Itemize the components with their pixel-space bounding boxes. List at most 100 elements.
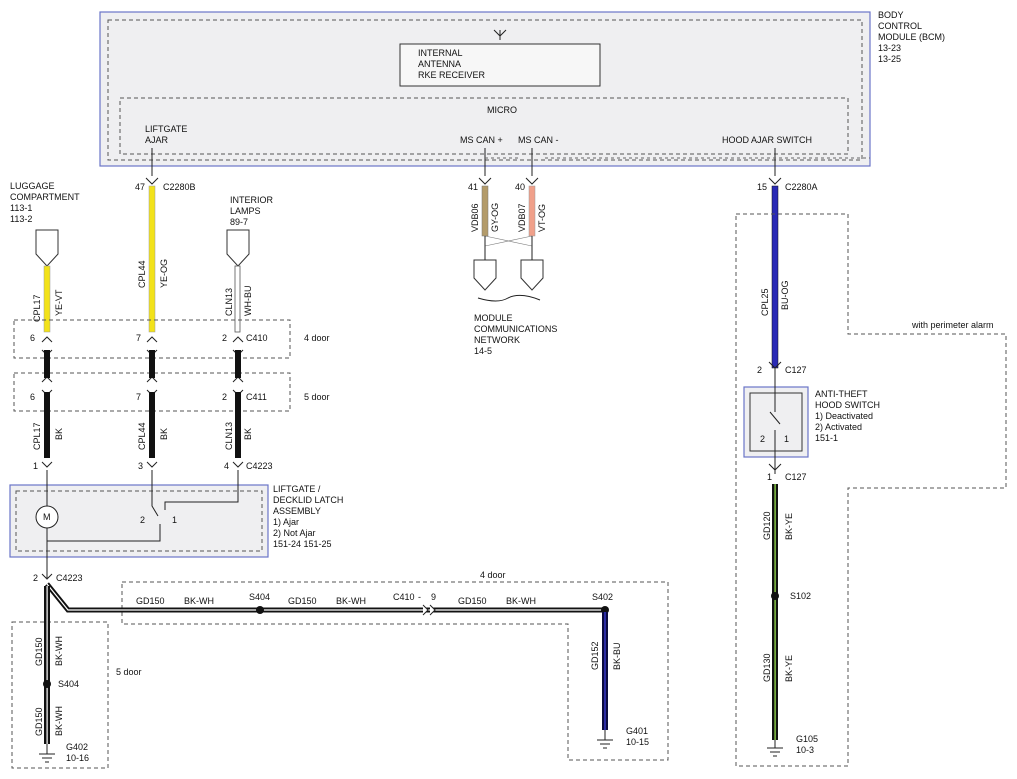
inline-pin-9: 9 [431,592,436,602]
label-cln13-b: CLN13 [224,422,234,450]
luggage-connector-icon [35,229,59,267]
latch-title-2: DECKLID LATCH [273,495,343,505]
wire-seg-b [149,350,155,378]
label-ye-og: YE-OG [159,259,169,288]
bcm-title-3: MODULE (BCM) [878,32,945,42]
inline-c410-label: C410 [393,592,415,602]
latch-title-1: LIFTGATE / [273,484,321,494]
label-cpl44: CPL44 [137,260,147,288]
c127-top-pin: 2 [757,365,762,375]
wire-vdb07 [528,185,536,237]
c411-pin-2: 2 [222,392,227,402]
latch-title-3: ASSEMBLY [273,506,321,516]
g402-ref: 10-16 [66,753,89,763]
s102-label: S102 [790,591,811,601]
wire-cpl44-yellow [148,185,156,333]
label-bu-og: BU-OG [780,280,790,310]
splice-s102 [771,592,779,600]
antenna-icon [493,29,507,40]
bcm-title-5: 13-25 [878,54,901,64]
latch-switch-pin-1: 1 [172,515,177,525]
antenna-line-2: ANTENNA [418,59,461,69]
hood-ref: 151-1 [815,433,838,443]
inline-connector [422,604,436,616]
hood-state-2: 2) Activated [815,422,862,432]
splice-s404-b [43,680,51,688]
hood-title-2: HOOD SWITCH [815,400,880,410]
bcm-module: INTERNAL ANTENNA RKE RECEIVER MICRO LIFT… [99,10,945,167]
c2280b-pin: 47 [135,182,145,192]
wire-seg-a [44,350,50,378]
label-bk-ye-2: BK-YE [784,655,794,682]
hood-switch-pin-1: 1 [784,434,789,444]
label-cln13: CLN13 [224,288,234,316]
motor-label: M [43,512,51,522]
label-bkwh-1: BK-WH [184,596,214,606]
antenna-line-1: INTERNAL [418,48,463,58]
s402-label: S402 [592,592,613,602]
c127-top-label: C127 [785,365,807,375]
interior-lamps-ref: INTERIOR LAMPS 89-7 [226,195,274,267]
label-vdb06: VDB06 [470,203,480,232]
inline-dash: - [418,592,421,602]
label-gd150-v2: GD150 [34,707,44,736]
micro-label: MICRO [487,105,517,115]
hood-state-1: 1) Deactivated [815,411,873,421]
label-bkwh-v2: BK-WH [54,706,64,736]
ground-g105-icon [767,740,783,757]
label-gd150-2: GD150 [288,596,317,606]
liftgate-ajar-label-2: AJAR [145,135,169,145]
label-bk-ye: BK-YE [784,513,794,540]
wire-cln13-black [235,392,241,458]
c2280b-label: C2280B [163,182,196,192]
wire-vdb06 [481,185,489,237]
label-wh-bu: WH-BU [243,286,253,317]
label-ye-vt: YE-VT [54,289,64,316]
latch-state-1: 1) Ajar [273,517,299,527]
g401-label: G401 [626,726,648,736]
bcm-title-2: CONTROL [878,21,922,31]
interior-line-2: LAMPS [230,206,261,216]
wire-cpl44-black [149,392,155,458]
latch-refs: 151-24 151-25 [273,539,332,549]
c411-label: C411 [246,392,267,402]
wire-cpl17-yellow [43,265,51,333]
label-vdb07: VDB07 [517,203,527,232]
pin-40: 40 [515,182,525,192]
label-gd130: GD130 [762,653,772,682]
label-cpl17: CPL17 [32,294,42,322]
c127-bot-label: C127 [785,472,807,482]
label-gd150-3: GD150 [458,596,487,606]
wire-seg-c [235,350,241,378]
liftgate-ajar-label-1: LIFTGATE [145,124,187,134]
label-cpl44-b: CPL44 [137,422,147,450]
g402-label: G402 [66,742,88,752]
label-bk-bu: BK-BU [612,642,622,670]
c410-pin-7: 7 [136,333,141,343]
hood-title-1: ANTI-THEFT [815,389,868,399]
latch-switch-pin-2: 2 [140,515,145,525]
s404-label-b: S404 [58,679,79,689]
luggage-compartment-ref: LUGGAGE COMPARTMENT 113-1 113-2 [10,181,80,267]
module-comm-network-ref: MODULE COMMUNICATIONS NETWORK 14-5 [474,313,557,356]
perimeter-label: with perimeter alarm [911,320,994,330]
c2280a-label: C2280A [785,182,818,192]
c410-pin-6: 6 [30,333,35,343]
label-bkwh-3: BK-WH [506,596,536,606]
ground-g401-icon [597,730,613,749]
connector-c2280a: 15 C2280A [757,177,818,192]
c4223-pin-4: 4 [224,461,229,471]
c4223-pin-3: 3 [138,461,143,471]
latch-state-2: 2) Not Ajar [273,528,316,538]
c2280a-pin: 15 [757,182,767,192]
label-bk1: BK [54,428,64,440]
ground-g402-icon [39,744,55,763]
latch-assembly: M 2 1 [9,470,269,558]
mcn-line-2: COMMUNICATIONS [474,324,557,334]
label-vt-og: VT-OG [537,204,547,232]
mcn-line-1: MODULE [474,313,513,323]
label-bk2: BK [159,428,169,440]
c4223-pin-1: 1 [33,461,38,471]
four-door-lower-label: 4 door [480,570,506,580]
label-bkwh-2: BK-WH [336,596,366,606]
